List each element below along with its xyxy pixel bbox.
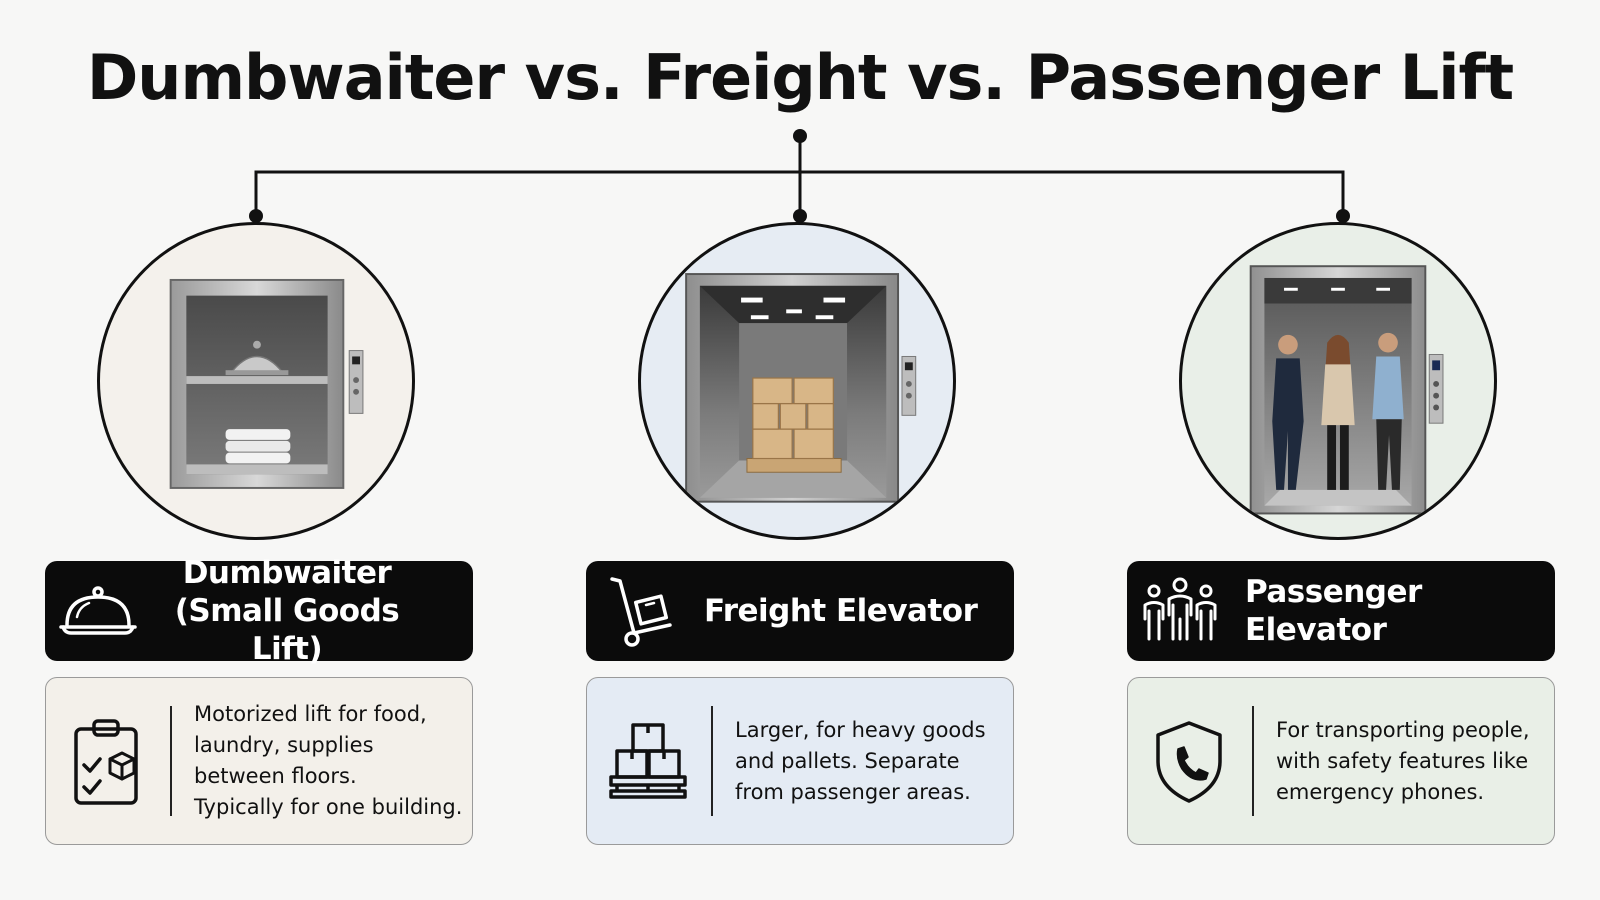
freight-photo: [638, 222, 956, 540]
dumbwaiter-description-line-4: Typically for one building.: [194, 795, 463, 819]
shield-phone-icon: [1144, 711, 1234, 811]
passenger-description-card: For transporting people, with safety fea…: [1127, 677, 1555, 845]
card-divider: [170, 706, 172, 816]
hand-truck-icon: [596, 575, 682, 647]
cloche-icon: [55, 575, 141, 647]
passenger-description-line-2: with safety features like: [1276, 748, 1529, 773]
page-title: Dumbwaiter vs. Freight vs. Passenger Lif…: [86, 41, 1514, 114]
dumbwaiter-description-line-1: Motorized lift for food,: [194, 702, 427, 726]
freight-description-line-1: Larger, for heavy goods: [735, 717, 986, 742]
column-freight: Freight Elevator: [586, 0, 1014, 900]
freight-title: Freight Elevator: [704, 593, 978, 629]
freight-description-line-3: from passenger areas.: [735, 779, 971, 804]
dumbwaiter-description-line-3: between floors.: [194, 764, 357, 788]
passenger-description-line-1: For transporting people,: [1276, 717, 1530, 742]
freight-label-bar: Freight Elevator: [586, 561, 1014, 661]
passenger-photo: [1179, 222, 1497, 540]
checklist-clipboard-icon: [62, 711, 152, 811]
column-dumbwaiter: Dumbwaiter (Small Goods Lift) Motorized …: [45, 0, 473, 900]
dumbwaiter-description-card: Motorized lift for food, laundry, suppli…: [45, 677, 473, 845]
card-divider: [711, 706, 713, 816]
dumbwaiter-title-line-1: Dumbwaiter: [182, 555, 392, 591]
passenger-title: Passenger Elevator: [1245, 574, 1422, 648]
dumbwaiter-label-bar: Dumbwaiter (Small Goods Lift): [45, 555, 473, 667]
passenger-description-line-3: emergency phones.: [1276, 779, 1485, 804]
people-group-icon: [1137, 575, 1223, 647]
dumbwaiter-photo: [97, 222, 415, 540]
dumbwaiter-title-line-2: (Small Goods Lift): [174, 593, 400, 667]
column-passenger: Passenger Elevator For transporting peop…: [1127, 0, 1555, 900]
freight-description-line-2: and pallets. Separate: [735, 748, 960, 773]
passenger-label-bar: Passenger Elevator: [1127, 561, 1555, 661]
freight-description-card: Larger, for heavy goods and pallets. Sep…: [586, 677, 1014, 845]
boxes-on-pallet-icon: [603, 711, 693, 811]
dumbwaiter-description-line-2: laundry, supplies: [194, 733, 374, 757]
card-divider: [1252, 706, 1254, 816]
